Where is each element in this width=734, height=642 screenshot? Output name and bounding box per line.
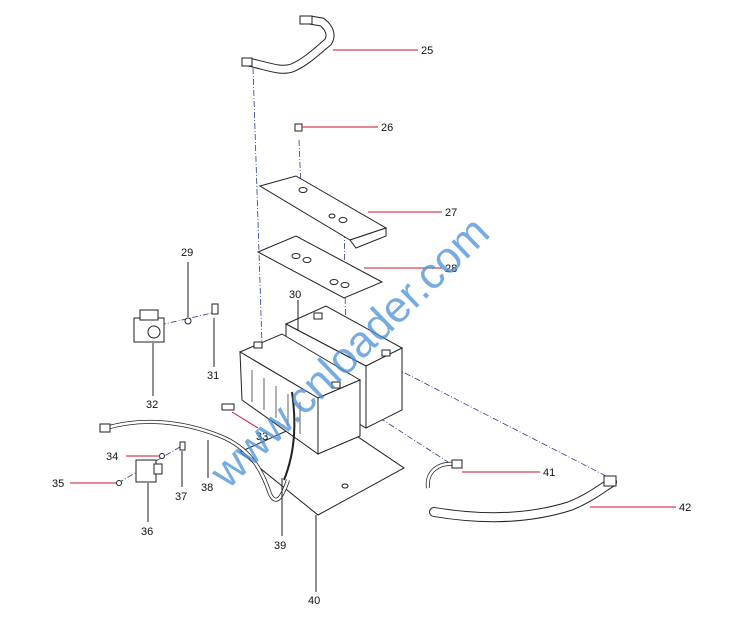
callout-25: 25 bbox=[421, 45, 433, 57]
callout-27: 27 bbox=[445, 207, 457, 219]
part-31-bolt bbox=[211, 303, 219, 315]
callout-28: 28 bbox=[445, 263, 457, 275]
callout-37: 37 bbox=[175, 491, 187, 503]
part-35-washer bbox=[116, 480, 122, 486]
callout-42: 42 bbox=[679, 502, 691, 514]
callout-26: 26 bbox=[381, 122, 393, 134]
part-36-relay bbox=[135, 459, 163, 483]
part-37-bolt bbox=[179, 441, 186, 451]
callout-31: 31 bbox=[207, 370, 219, 382]
callout-35: 35 bbox=[52, 478, 64, 490]
part-29-washer bbox=[184, 317, 192, 325]
part-26-nut bbox=[294, 123, 303, 132]
callout-34: 34 bbox=[106, 451, 118, 463]
part-33-bolt bbox=[221, 403, 235, 411]
part-39-cable bbox=[283, 391, 296, 481]
part-41-short-cable bbox=[425, 459, 463, 489]
leader-lines bbox=[70, 49, 676, 592]
part-27-hold-down-bracket bbox=[258, 175, 388, 249]
part-25-battery-cable bbox=[241, 15, 335, 74]
callout-29: 29 bbox=[181, 247, 193, 259]
callout-38: 38 bbox=[201, 482, 213, 494]
callout-40: 40 bbox=[308, 595, 320, 607]
part-42-long-cable bbox=[429, 475, 617, 523]
part-38-ground-cable bbox=[99, 419, 290, 502]
callout-32: 32 bbox=[146, 399, 158, 411]
part-32-disconnect-switch bbox=[133, 309, 165, 343]
callout-30: 30 bbox=[289, 289, 301, 301]
callout-41: 41 bbox=[543, 467, 555, 479]
callouts: 25 26 27 28 29 30 31 32 33 34 35 36 37 3… bbox=[52, 45, 691, 607]
battery-front bbox=[238, 333, 362, 455]
callout-36: 36 bbox=[141, 526, 153, 538]
callout-39: 39 bbox=[274, 540, 286, 552]
callout-33: 33 bbox=[256, 431, 268, 443]
part-34-screw bbox=[159, 453, 165, 459]
part-28-gasket-plate bbox=[256, 235, 384, 299]
